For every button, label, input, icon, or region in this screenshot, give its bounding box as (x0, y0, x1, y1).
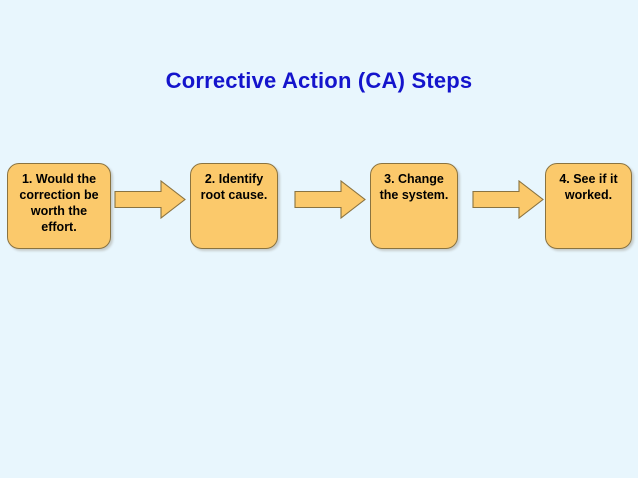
process-step-label-2: 2. Identify root cause. (200, 172, 268, 202)
process-step-box-3[interactable]: 3. Change the system. (370, 163, 458, 249)
arrow-step-2-to-3-icon (294, 179, 366, 220)
arrow-step-3-to-4-icon (472, 179, 544, 220)
process-step-box-2[interactable]: 2. Identify root cause. (190, 163, 278, 249)
process-step-label-3: 3. Change the system. (379, 172, 449, 202)
process-step-box-4[interactable]: 4. See if it worked. (545, 163, 632, 249)
page-title: Corrective Action (CA) Steps (165, 68, 473, 93)
process-step-box-1[interactable]: 1. Would the correction be worth the eff… (7, 163, 111, 249)
arrow-step-1-to-2-icon (114, 179, 186, 220)
process-step-label-4: 4. See if it worked. (559, 172, 618, 202)
process-step-label-1: 1. Would the correction be worth the eff… (19, 172, 99, 234)
